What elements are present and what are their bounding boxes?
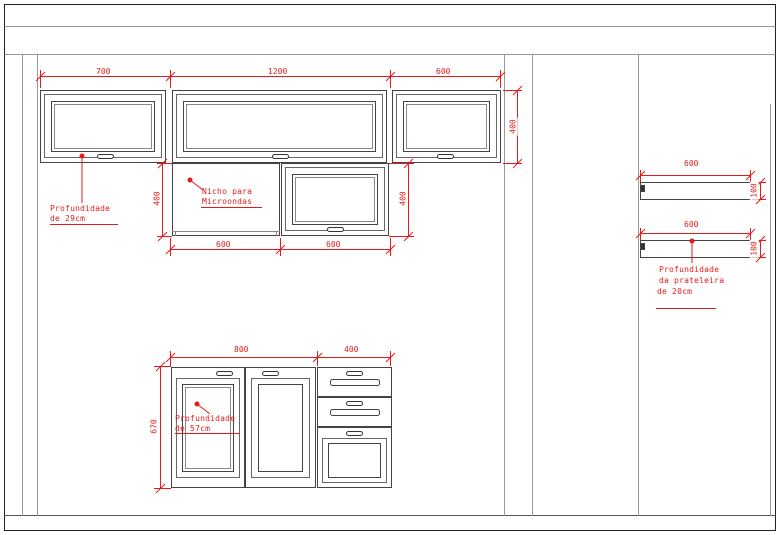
dim-lower-width-2: 400: [342, 345, 361, 354]
note-shelf-depth-line3: de 20cm: [657, 287, 693, 296]
dim-shelf-bottom-height: 100: [749, 239, 759, 258]
handle-icon: [346, 371, 363, 376]
dim-upper-width-3: 600: [434, 67, 453, 76]
note-lower-depth-line2: de 57cm: [175, 424, 211, 433]
dim-lower-height: 670: [149, 417, 159, 436]
note-shelf-depth-line2: da prateleira: [659, 276, 725, 285]
handle-icon: [437, 154, 454, 159]
dim-upper-width-2: 1200: [266, 67, 290, 76]
upper-cabinet-1: [40, 90, 166, 163]
handle-icon: [272, 154, 289, 159]
annotation-leaders: [50, 156, 716, 434]
middle-cabinet: [281, 163, 389, 236]
dimension-lines: [35, 70, 766, 494]
outer-frame: [4, 4, 776, 531]
dim-upper-width-1: 700: [94, 67, 113, 76]
handle-icon: [262, 371, 279, 376]
wall-guides: [22, 54, 771, 516]
handle-icon: [216, 371, 233, 376]
drawer-2: [317, 397, 392, 427]
handle-icon: [327, 227, 344, 232]
dim-middle-height-right: 400: [398, 189, 408, 208]
lower-door-left: [171, 367, 245, 488]
note-niche-line1: Nicho para: [202, 187, 253, 196]
upper-handles: [97, 154, 454, 159]
lower-door-right: [245, 367, 316, 488]
dim-middle-height-left: 400: [152, 189, 162, 208]
dim-shelf-top-height: 100: [749, 181, 759, 200]
note-upper-depth-line1: Profundidade: [50, 204, 111, 213]
handle-icon: [346, 431, 363, 436]
shelf-bottom: [640, 240, 751, 258]
shelf-top: [640, 182, 751, 200]
dim-shelf-top-width: 600: [682, 159, 701, 168]
lower-handles: [216, 371, 363, 436]
drawer-1: [317, 367, 392, 397]
dim-shelf-bottom-width: 600: [682, 220, 701, 229]
note-niche-line2: Microondas: [202, 197, 253, 206]
annotation-dots: [79, 153, 695, 407]
dim-middle-width-2: 600: [324, 240, 343, 249]
lower-cabinets: [171, 367, 392, 488]
dim-upper-height: 400: [508, 117, 518, 136]
note-shelf-depth-line1: Profundidade: [659, 265, 720, 274]
drawer-3: [317, 427, 392, 488]
dim-middle-width-1: 600: [214, 240, 233, 249]
note-lower-depth-line1: Profundidade: [175, 414, 236, 423]
upper-cabinet-2: [172, 90, 387, 163]
middle-modules: [172, 163, 389, 236]
note-upper-depth-line2: de 29cm: [50, 214, 86, 223]
upper-cabinets: [40, 90, 501, 163]
handle-icon: [97, 154, 114, 159]
upper-cabinet-3: [392, 90, 501, 163]
microwave-niche: [172, 163, 280, 236]
dim-lower-width-1: 800: [232, 345, 251, 354]
handle-icon: [346, 401, 363, 406]
